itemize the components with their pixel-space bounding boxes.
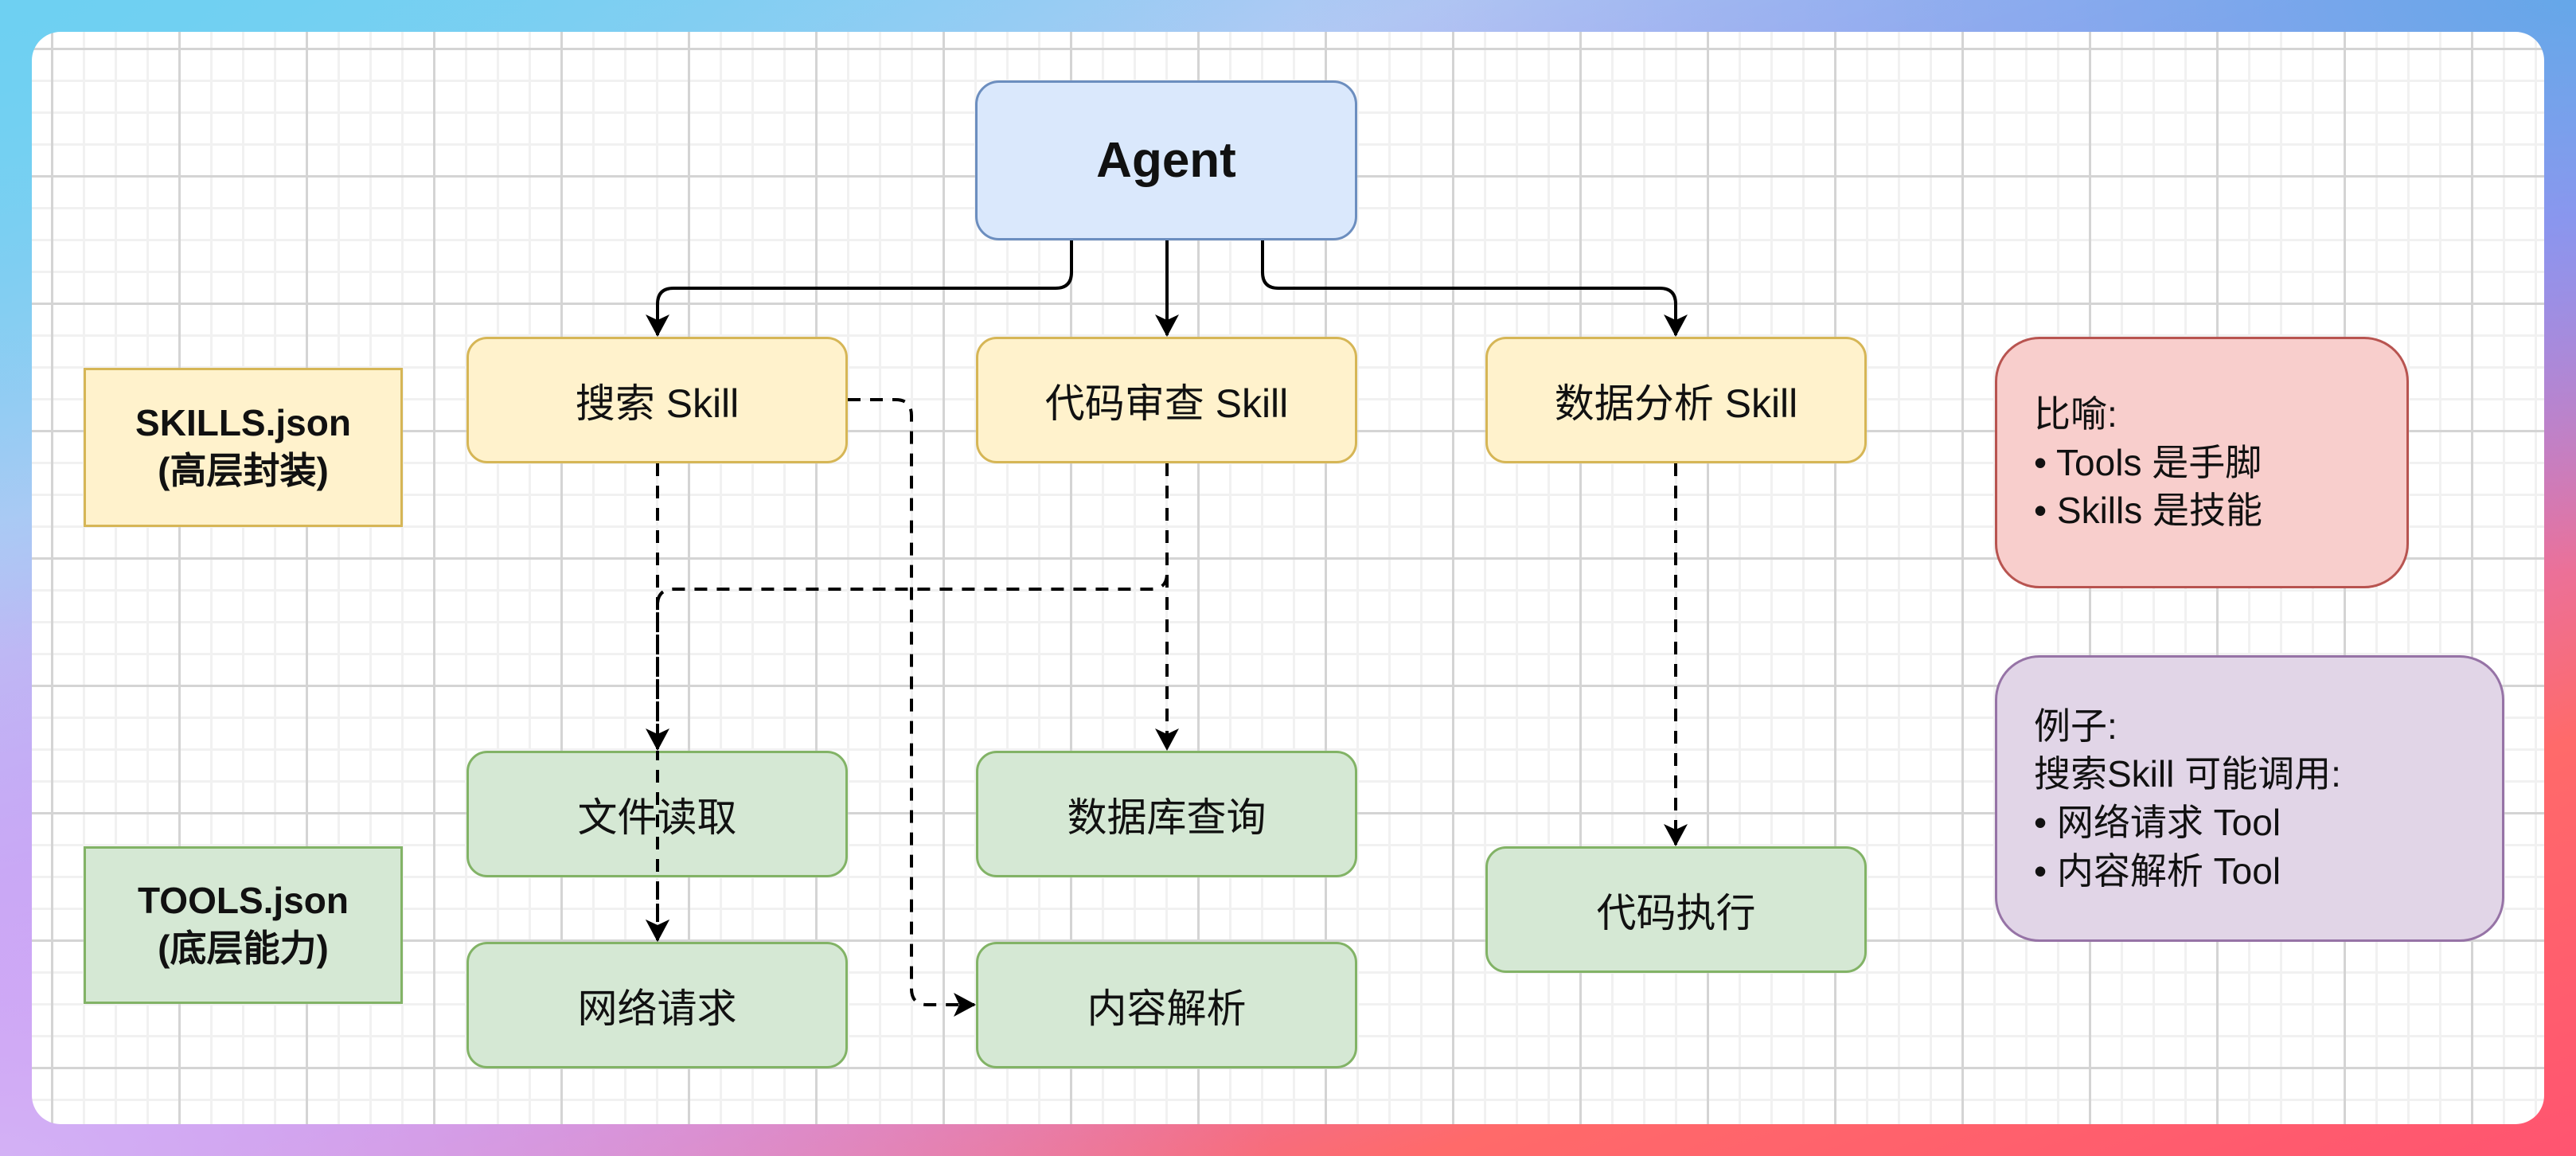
example-note: 例子: 搜索Skill 可能调用: • 网络请求 Tool • 内容解析 Too… <box>1995 655 2504 942</box>
example-title: 例子: <box>2034 705 2117 747</box>
metaphor-note: 比喻: • Tools 是手脚 • Skills 是技能 <box>1995 337 2409 588</box>
agent-node[interactable]: Agent <box>975 80 1357 240</box>
edge-search-content-parse <box>848 398 976 1017</box>
tool-label: 网络请求 <box>577 986 737 1031</box>
tool-label: 文件读取 <box>577 795 737 840</box>
tool-node-file-read[interactable]: 文件读取 <box>466 751 848 877</box>
tool-label: 数据库查询 <box>1067 795 1267 840</box>
skills-legend-title: SKILLS.json <box>135 402 351 444</box>
example-line-parse: • 内容解析 Tool <box>2034 849 2281 892</box>
skills-json-legend: SKILLS.json (高层封装) <box>84 368 403 527</box>
metaphor-line-tools: • Tools 是手脚 <box>2034 441 2262 483</box>
skill-label: 搜索 Skill <box>575 381 740 426</box>
skill-label: 代码审查 Skill <box>1044 381 1289 426</box>
agent-label: Agent <box>1096 133 1236 188</box>
tool-node-network-request[interactable]: 网络请求 <box>466 942 848 1068</box>
example-line-network: • 网络请求 Tool <box>2034 802 2281 843</box>
tools-legend-subtitle: (底层能力) <box>158 928 329 969</box>
skill-node-code-review[interactable]: 代码审查 Skill <box>976 337 1357 463</box>
tools-legend-title: TOOLS.json <box>138 880 349 922</box>
skill-node-data-analysis[interactable]: 数据分析 Skill <box>1485 337 1867 463</box>
skill-label: 数据分析 Skill <box>1554 381 1798 426</box>
edge-agent-data-analysis <box>1261 240 1688 337</box>
skills-legend-subtitle: (高层封装) <box>158 450 329 491</box>
tool-node-content-parse[interactable]: 内容解析 <box>976 942 1357 1068</box>
skill-node-search[interactable]: 搜索 Skill <box>466 337 848 463</box>
metaphor-line-skills: • Skills 是技能 <box>2034 490 2263 532</box>
tool-node-code-exec[interactable]: 代码执行 <box>1485 846 1867 973</box>
example-line-intro: 搜索Skill 可能调用: <box>2034 753 2341 795</box>
tool-label: 代码执行 <box>1596 890 1756 935</box>
tools-json-legend: TOOLS.json (底层能力) <box>84 846 403 1004</box>
metaphor-title: 比喻: <box>2034 392 2117 435</box>
tool-node-db-query[interactable]: 数据库查询 <box>976 751 1357 877</box>
edge-agent-search <box>646 240 1073 337</box>
tool-label: 内容解析 <box>1087 986 1247 1031</box>
